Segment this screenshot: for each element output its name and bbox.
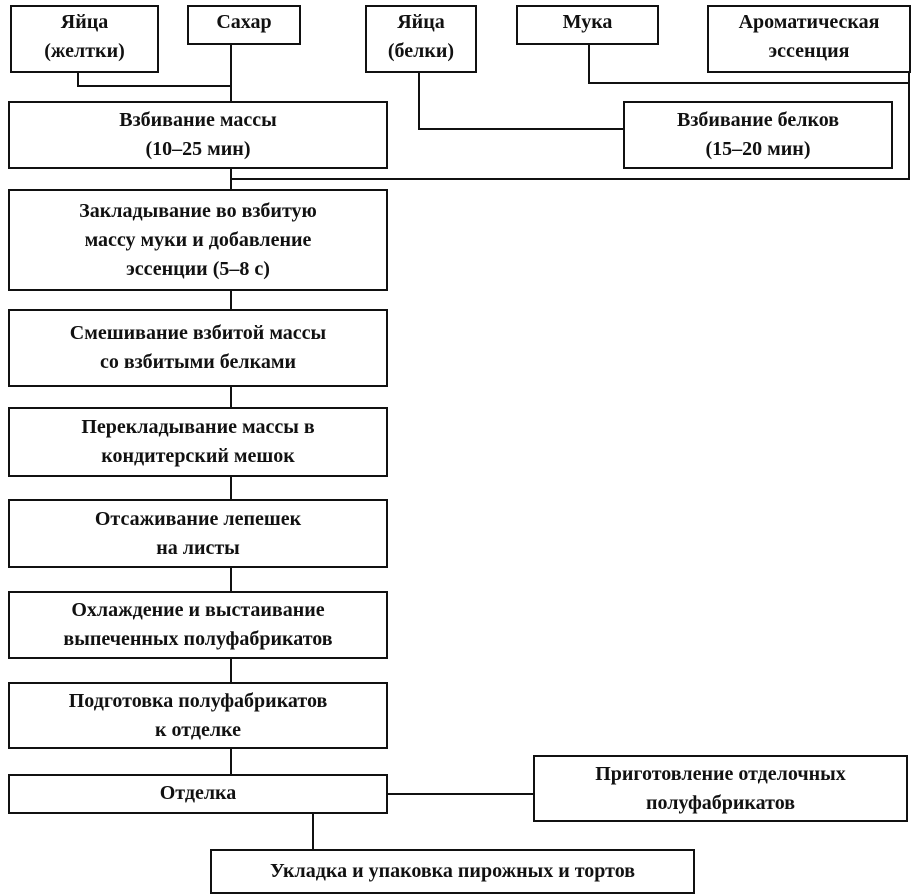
step-mix-box: Смешивание взбитой массы со взбитыми бел… — [8, 309, 388, 387]
step-beat-whites-box: Взбивание белков (15–20 мин) — [623, 101, 893, 169]
connector-transfer-deposit — [230, 476, 232, 500]
input-sugar-box: Сахар — [187, 5, 301, 45]
connector-whites-down — [418, 72, 420, 130]
connector-right-return — [230, 178, 910, 180]
connector-sugar-down — [230, 44, 232, 102]
connector-yolks-down — [77, 72, 79, 86]
step-prepare-box: Подготовка полуфабрикатов к отделке — [8, 682, 388, 749]
step-cool-box: Охлаждение и выстаивание выпеченных полу… — [8, 591, 388, 659]
connector-beat-add — [230, 168, 232, 190]
input-essence-box: Ароматическая эссенция — [707, 5, 911, 73]
connector-flour-essence — [588, 82, 910, 84]
connector-finishing-supply — [385, 793, 535, 795]
step-add-flour-box: Закладывание во взбитую массу муки и доб… — [8, 189, 388, 291]
step-deposit-box: Отсаживание лепешек на листы — [8, 499, 388, 568]
connector-add-mix — [230, 290, 232, 310]
input-flour-box: Мука — [516, 5, 659, 45]
connector-whites-beat — [418, 128, 624, 130]
step-finish-box: Отделка — [8, 774, 388, 814]
step-pack-box: Укладка и упаковка пирожных и тортов — [210, 849, 695, 894]
input-yolks-box: Яйца (желтки) — [10, 5, 159, 73]
step-beat-mass-box: Взбивание массы (10–25 мин) — [8, 101, 388, 169]
step-prepare-finishing-box: Приготовление отделочных полуфабрикатов — [533, 755, 908, 822]
input-whites-box: Яйца (белки) — [365, 5, 477, 73]
connector-prepare-finish — [230, 748, 232, 775]
connector-flour-down — [588, 44, 590, 84]
connector-yolks-sugar — [77, 85, 232, 87]
connector-essence-down — [908, 72, 910, 180]
step-transfer-box: Перекладывание массы в кондитерский мешо… — [8, 407, 388, 477]
connector-finish-pack-down — [312, 813, 314, 850]
connector-deposit-cool — [230, 567, 232, 592]
connector-cool-prepare — [230, 658, 232, 683]
connector-mix-transfer — [230, 386, 232, 408]
